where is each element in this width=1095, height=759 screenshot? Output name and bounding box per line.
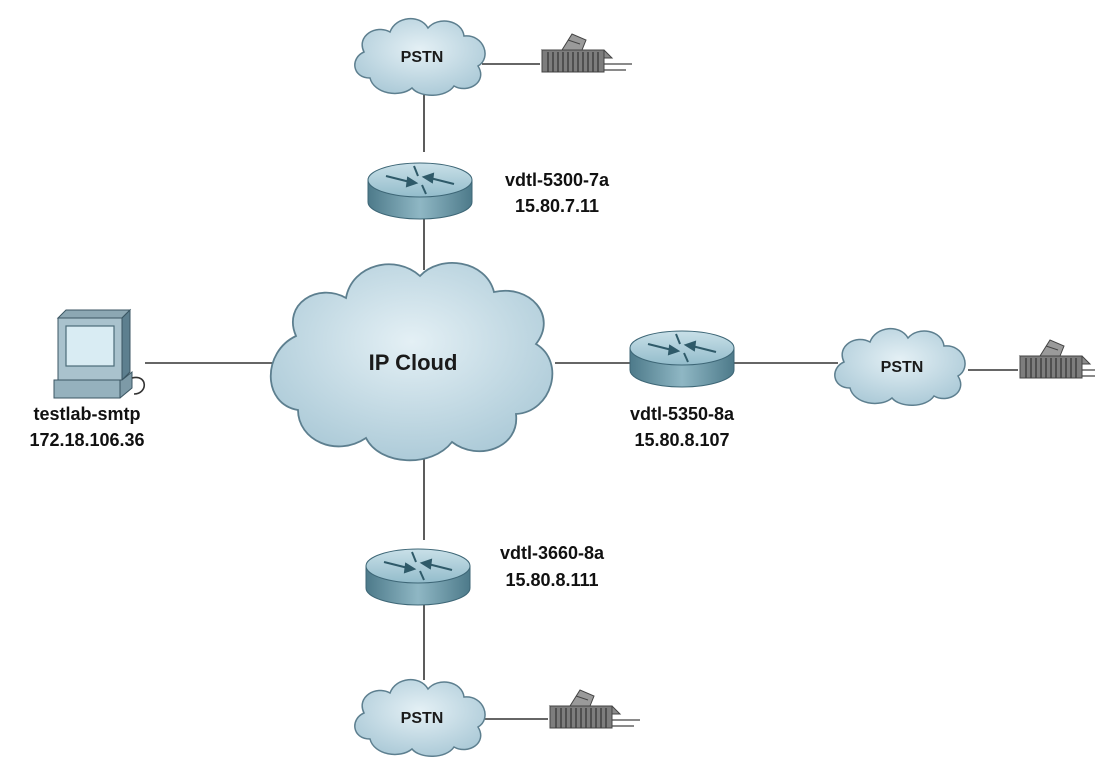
fax-icon [549,689,641,729]
label-router-top: vdtl-5300-7a 15.80.7.11 [505,170,610,216]
label-router-right: vdtl-5350-8a 15.80.8.107 [630,404,735,450]
server-ip: 172.18.106.36 [29,430,144,450]
router-ip: 15.80.7.11 [515,196,599,216]
ip-cloud: IP Cloud [269,262,554,462]
ip-cloud-label: IP Cloud [369,350,458,375]
pstn-cloud-bottom: PSTN [354,678,486,758]
pstn-cloud-top: PSTN [354,17,486,97]
router-name: vdtl-5350-8a [630,404,735,424]
router-ip: 15.80.8.107 [634,430,729,450]
router-icon [629,330,735,388]
label-server: testlab-smtp 172.18.106.36 [29,404,144,450]
pstn-label: PSTN [401,710,444,727]
pstn-label: PSTN [401,49,444,66]
workstation-icon [53,308,146,399]
links [145,63,1018,720]
pstn-label: PSTN [881,359,924,376]
server-name: testlab-smtp [33,404,140,424]
router-icon [365,548,471,606]
router-icon [367,162,473,220]
router-name: vdtl-3660-8a [500,543,605,563]
fax-icon [1019,339,1095,379]
router-ip: 15.80.8.111 [505,570,598,590]
fax-icon [541,33,633,73]
router-name: vdtl-5300-7a [505,170,610,190]
pstn-cloud-right: PSTN [834,327,966,407]
label-router-bottom: vdtl-3660-8a 15.80.8.111 [500,543,605,590]
